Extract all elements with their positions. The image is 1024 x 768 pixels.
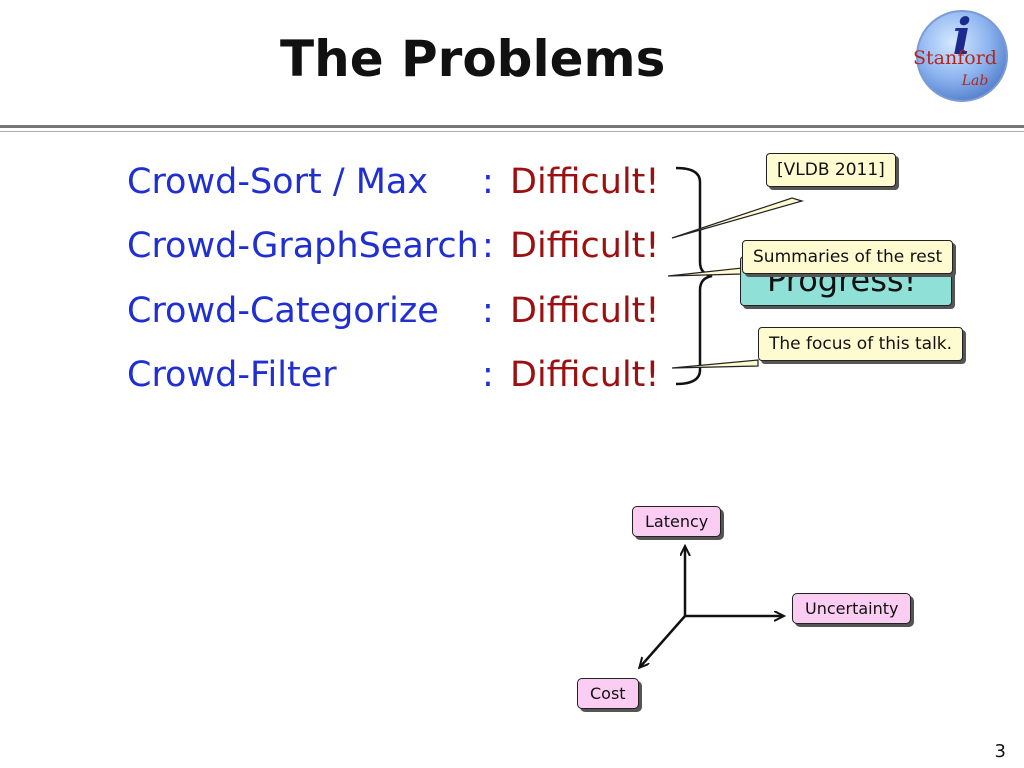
curly-brace	[675, 166, 713, 386]
cost-node: Cost	[577, 678, 639, 709]
vldb-pointer	[671, 197, 805, 239]
task-label: Crowd-GraphSearch	[127, 226, 479, 266]
task-status: Difficult!	[510, 291, 660, 331]
title-divider-thin	[0, 131, 1024, 132]
logo-letter: i	[953, 7, 972, 66]
task-colon: :	[482, 291, 494, 331]
task-status: Difficult!	[510, 162, 660, 202]
task-colon: :	[482, 355, 494, 395]
cost-axis-arrow	[640, 615, 686, 667]
task-status: Difficult!	[510, 355, 660, 395]
summaries-callout: Summaries of the rest	[742, 240, 954, 274]
task-colon: :	[482, 162, 494, 202]
title-divider	[0, 125, 1024, 128]
task-status: Difficult!	[510, 226, 660, 266]
task-label: Crowd-Categorize	[127, 291, 439, 331]
slide-title: The Problems	[280, 30, 666, 88]
latency-node: Latency	[632, 506, 722, 537]
uncertainty-node: Uncertainty	[792, 593, 912, 624]
task-label: Crowd-Filter	[127, 355, 337, 395]
vldb-callout: [VLDB 2011]	[766, 153, 896, 187]
logo-lab-text: Lab	[961, 73, 989, 89]
page-number: 3	[994, 741, 1006, 762]
logo-stanford-text: Stanford	[913, 47, 997, 69]
task-colon: :	[482, 226, 494, 266]
focus-callout: The focus of this talk.	[758, 327, 964, 361]
focus-pointer	[671, 359, 759, 369]
task-label: Crowd-Sort / Max	[127, 162, 429, 202]
